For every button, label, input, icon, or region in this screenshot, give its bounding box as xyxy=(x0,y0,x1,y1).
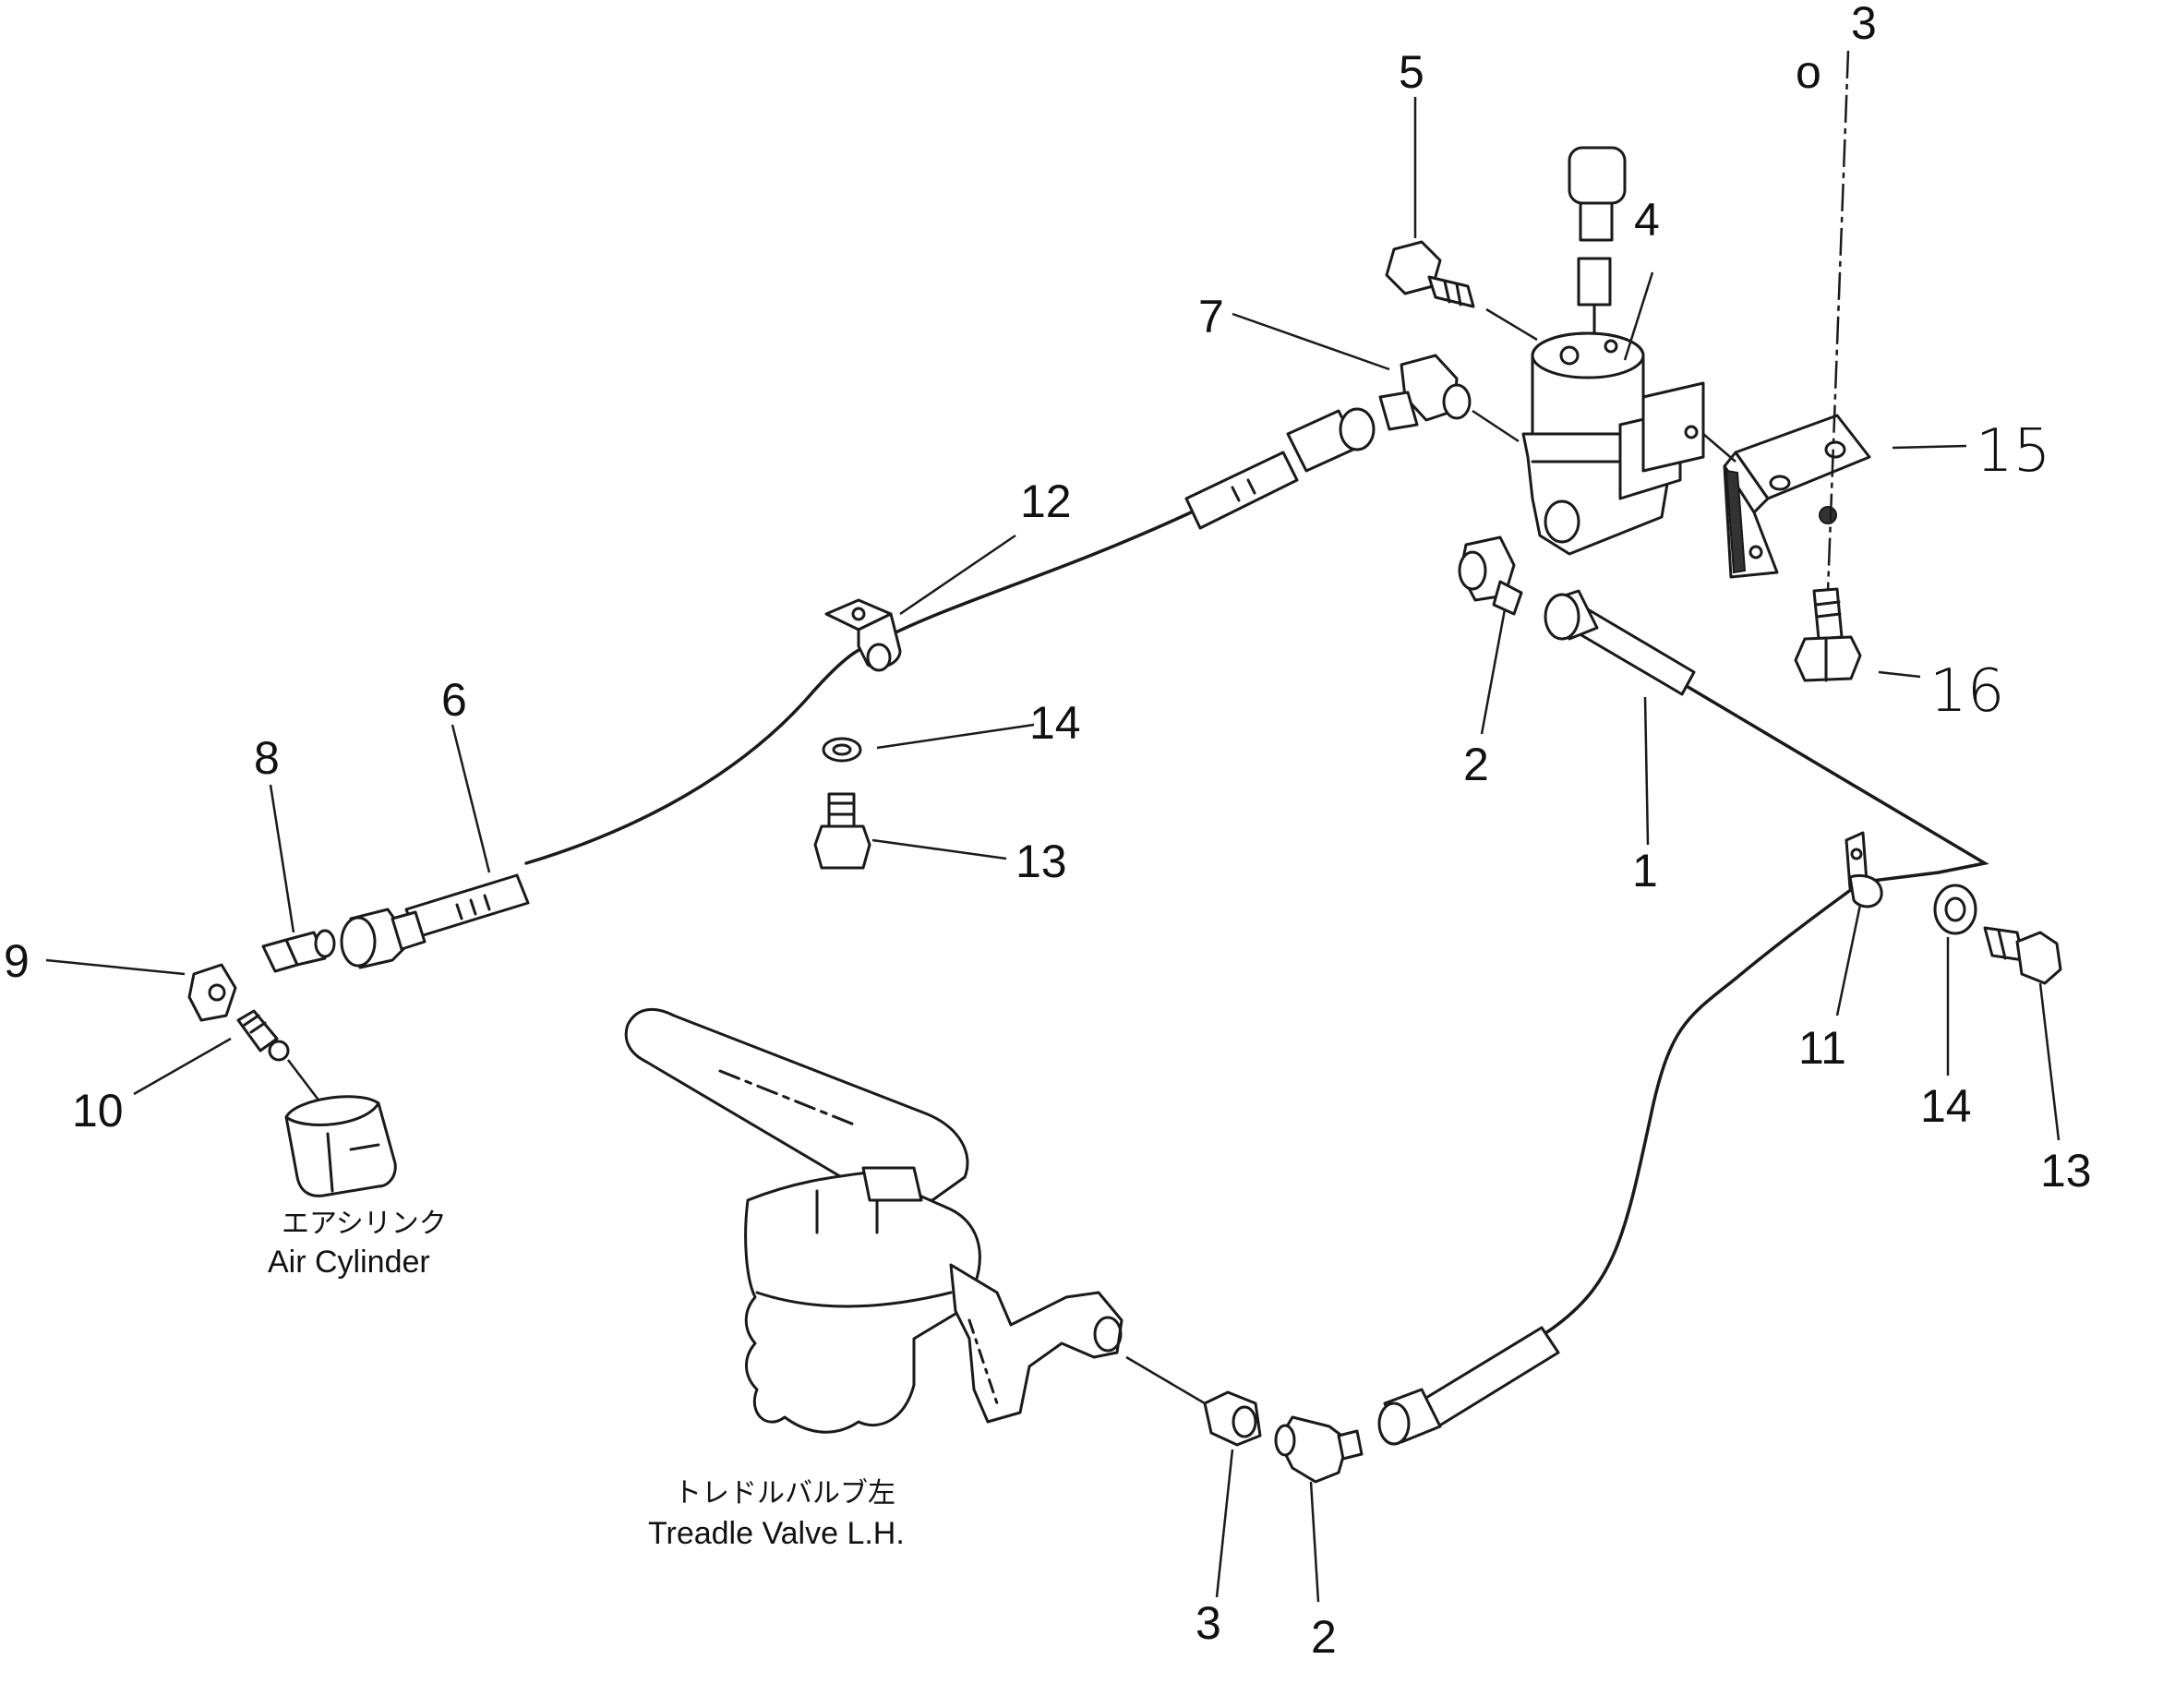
leader-14-middle xyxy=(876,723,1035,750)
treadle-valve-label-jp: トレドルバルブ左 xyxy=(674,1477,895,1510)
hose-clamp-12 xyxy=(824,598,902,672)
adapter-fitting-3 xyxy=(1203,1390,1262,1447)
relay-valve-4 xyxy=(1521,146,1705,556)
air-hose-upper xyxy=(524,511,1193,865)
connector-fitting-10 xyxy=(236,1009,290,1062)
hose-fitting-6 xyxy=(340,908,427,969)
washer-14-middle xyxy=(822,737,862,763)
callout-1: 1 xyxy=(1632,845,1658,896)
leader-4 xyxy=(1623,271,1654,361)
leader-3 xyxy=(1215,1449,1234,1598)
elbow-fitting-2-lower xyxy=(1274,1415,1364,1484)
leader-top-3 xyxy=(1826,50,1850,592)
callout-6: 6 xyxy=(441,674,467,726)
callout-top-b: 3 xyxy=(1851,0,1877,49)
callout-4: 4 xyxy=(1634,194,1660,246)
air-cylinder-label-jp: エアシリンク xyxy=(282,1208,447,1240)
callout-2-upper: 2 xyxy=(1463,739,1489,790)
elbow-fitting-9 xyxy=(187,963,237,1022)
callout-10: 10 xyxy=(72,1085,124,1137)
mounting-bracket-15 xyxy=(1723,414,1871,579)
hose-sleeve-7 xyxy=(1184,451,1299,530)
tube-sleeve-lower xyxy=(1415,1326,1560,1431)
callout-13-right: 13 xyxy=(2040,1145,2092,1197)
leader-2-lower xyxy=(1309,1481,1320,1603)
leader-7 xyxy=(1232,312,1390,371)
leader-7-to-valve xyxy=(1472,409,1520,443)
callout-7: 7 xyxy=(1198,291,1224,343)
tube-clamp-11 xyxy=(1845,831,1883,908)
hose-sleeve-6 xyxy=(404,873,530,939)
leader-13-middle xyxy=(871,838,1007,860)
callout-13-middle: 13 xyxy=(1015,836,1067,887)
leader-15 xyxy=(1892,444,1967,450)
leader-2-upper xyxy=(1480,608,1507,735)
treadle-valve-label-en: Treadle Valve L.H. xyxy=(648,1516,905,1551)
washer-14-right xyxy=(1933,884,1977,935)
leader-10-to-cylinder xyxy=(287,1059,324,1107)
callout-5: 5 xyxy=(1399,46,1424,98)
tube-lower xyxy=(1438,884,1857,1405)
leader-bracket-to-valve xyxy=(1702,433,1736,463)
air-cylinder xyxy=(284,1095,397,1197)
callout-14-middle: 14 xyxy=(1029,697,1081,749)
elbow-fitting-2-upper xyxy=(1458,535,1523,616)
treadle-valve xyxy=(624,1007,1124,1434)
leader-treadle-to-fitting xyxy=(1125,1355,1206,1405)
callout-15: 15 xyxy=(1976,417,2050,486)
leader-9 xyxy=(45,958,186,976)
nipple-fitting-8 xyxy=(261,929,336,973)
bolt-13-middle xyxy=(813,792,871,870)
leader-8 xyxy=(269,784,295,933)
bolt-5 xyxy=(1385,240,1475,308)
callout-11: 11 xyxy=(1798,1022,1846,1074)
callout-3: 3 xyxy=(1196,1597,1221,1649)
elbow-fitting-7 xyxy=(1378,354,1472,431)
leader-16 xyxy=(1878,670,1921,679)
callout-16: 16 xyxy=(1929,657,2004,726)
callout-2-lower: 2 xyxy=(1311,1611,1337,1663)
leader-11 xyxy=(1835,904,1862,1016)
leader-5-to-valve xyxy=(1485,307,1538,342)
callout-14-right: 14 xyxy=(1920,1080,1972,1132)
leader-1 xyxy=(1643,696,1650,846)
callout-top-a: o xyxy=(1796,46,1821,98)
leader-10 xyxy=(133,1037,232,1096)
leader-13-right xyxy=(2038,982,2061,1141)
leader-12 xyxy=(899,534,1016,616)
bolt-13-right xyxy=(1983,926,2062,985)
callout-9: 9 xyxy=(4,935,30,987)
air-cylinder-label-en: Air Cylinder xyxy=(268,1245,430,1280)
callout-8: 8 xyxy=(254,732,280,784)
callout-12: 12 xyxy=(1020,475,1072,527)
leader-6 xyxy=(451,724,491,873)
bolt-16 xyxy=(1794,587,1862,682)
